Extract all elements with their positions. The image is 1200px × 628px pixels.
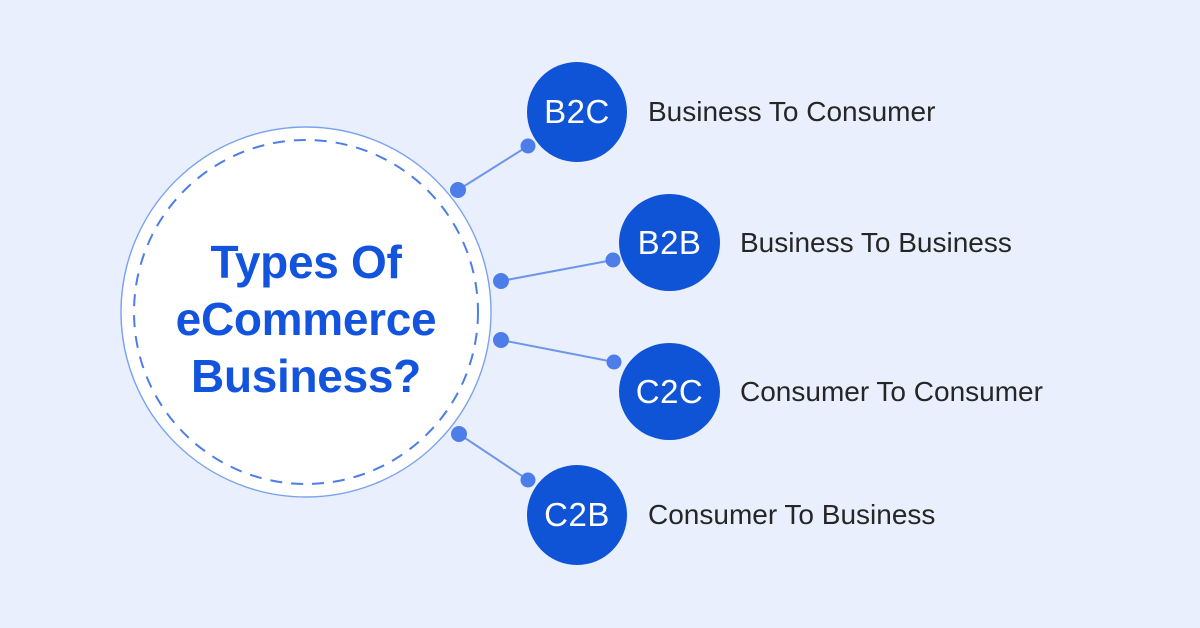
node-c2b-circle: C2B [527, 465, 627, 565]
connector-c2b-dot-node [520, 472, 536, 488]
node-b2c-circle: B2C [527, 62, 627, 162]
connector-b2c [450, 138, 536, 198]
node-b2b-abbr: B2B [637, 223, 702, 261]
connector-c2c-line [500, 339, 615, 363]
hub-title: Types Of eCommerce Business? [106, 234, 506, 405]
connector-b2c-line [457, 145, 529, 191]
connector-b2b-dot-hub [493, 273, 509, 289]
hub-title-line-1: Types Of [210, 236, 402, 288]
connector-c2b-dot-hub [451, 426, 467, 442]
connector-c2b-line [458, 433, 529, 481]
hub-circle [120, 126, 492, 498]
node-b2b-label: Business To Business [740, 227, 1012, 258]
connector-b2c-dot-node [520, 138, 536, 154]
node-c2c-abbr: C2C [635, 372, 704, 410]
connector-c2c [493, 332, 622, 370]
connector-b2b-dot-node [605, 252, 621, 268]
connector-c2c-dot-node [606, 354, 622, 370]
connector-b2b-line [500, 259, 614, 282]
connector-b2c-dot-hub [450, 182, 466, 198]
node-b2c-abbr: B2C [544, 93, 610, 130]
hub-title-line-3: Business? [191, 350, 421, 402]
node-c2c-circle: C2C [619, 343, 720, 440]
node-b2b-circle: B2B [619, 194, 720, 291]
node-c2b-abbr: C2B [544, 496, 610, 533]
connector-c2c-dot-hub [493, 332, 509, 348]
connector-b2b [493, 252, 621, 289]
hub-title-line-2: eCommerce [175, 293, 437, 345]
connector-c2b [451, 426, 536, 488]
node-b2c-label: Business To Consumer [648, 96, 936, 127]
node-c2c-label: Consumer To Consumer [740, 376, 1043, 407]
node-c2b-label: Consumer To Business [648, 499, 936, 530]
hub-dashed-ring [133, 139, 479, 485]
